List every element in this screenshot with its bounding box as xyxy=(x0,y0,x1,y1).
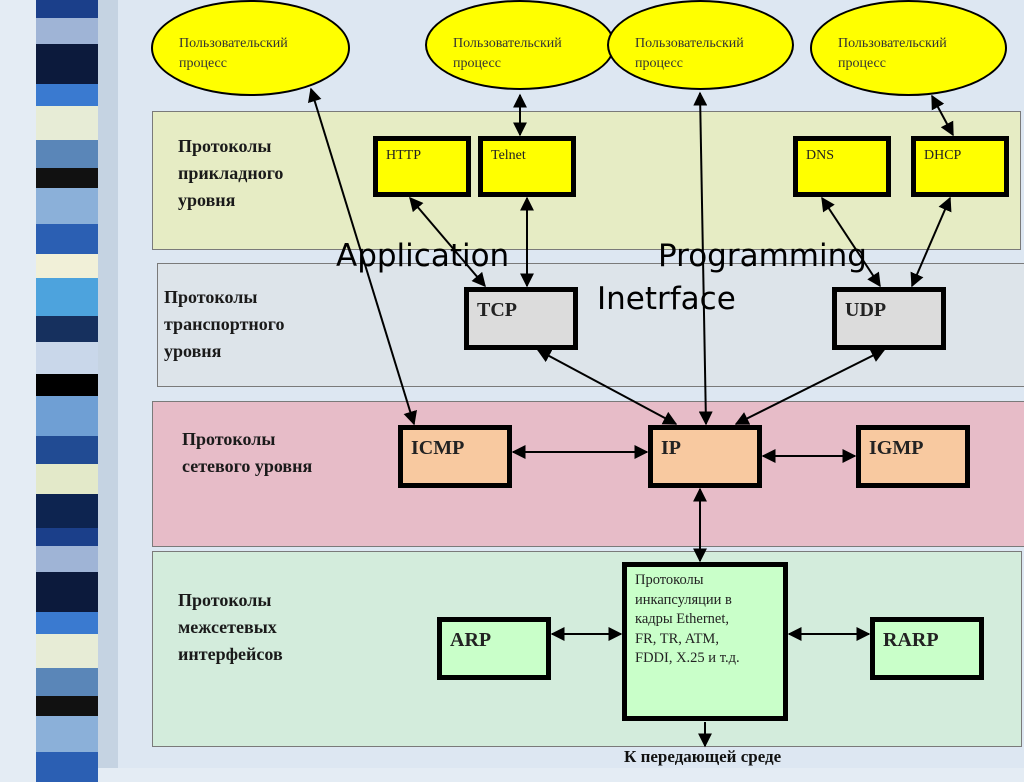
dns-label: DNS xyxy=(806,148,835,163)
stripe-segment xyxy=(36,106,98,140)
ip-label: IP xyxy=(661,437,681,459)
arrow-http-tcp xyxy=(409,196,486,288)
igmp-label: IGMP xyxy=(869,437,924,459)
stripe-segment xyxy=(36,168,98,188)
user-process-label: Пользовательский процесс xyxy=(838,36,947,71)
transmission-medium-note: К передающей среде xyxy=(624,747,782,766)
stripe-segment xyxy=(36,374,98,396)
arrow-process4-dhcp xyxy=(931,94,954,137)
stripe-segment xyxy=(36,0,98,18)
arp-box: ARP xyxy=(437,617,551,680)
stripe-segment xyxy=(36,716,98,752)
stripe-segment xyxy=(36,634,98,668)
arp-label: ARP xyxy=(450,629,492,651)
stripe-segment xyxy=(36,44,98,84)
stripe-segment xyxy=(36,668,98,696)
user-process-2: Пользовательский процесс xyxy=(425,0,615,90)
stripe-segment xyxy=(36,342,98,374)
stripe-segment xyxy=(36,696,98,716)
dhcp-box: DHCP xyxy=(911,136,1009,197)
telnet-label: Telnet xyxy=(491,148,526,163)
stripe-segment xyxy=(36,528,98,546)
arrow-dhcp-udp xyxy=(910,196,952,288)
arrow-dns-udp xyxy=(821,196,881,288)
stripe-segment xyxy=(36,546,98,572)
user-process-label: Пользовательский процесс xyxy=(635,36,744,71)
dns-box: DNS xyxy=(793,136,891,197)
stripe-segment xyxy=(36,316,98,342)
ip-box: IP xyxy=(648,425,762,488)
stripe-segment xyxy=(36,572,98,612)
stripe-segment xyxy=(36,140,98,168)
rarp-box: RARP xyxy=(870,617,984,680)
udp-label: UDP xyxy=(845,299,887,321)
stripe-segment xyxy=(36,188,98,224)
user-process-label: Пользовательский процесс xyxy=(453,36,562,71)
application-layer-label: Протоколы прикладного уровня xyxy=(178,136,284,210)
stripe-segment xyxy=(36,494,98,528)
user-process-3: Пользовательский процесс xyxy=(607,0,794,90)
user-process-label: Пользовательский процесс xyxy=(179,36,288,71)
icmp-label: ICMP xyxy=(411,437,465,459)
stripe-edge xyxy=(98,0,118,768)
stripe-segment xyxy=(36,224,98,254)
dhcp-label: DHCP xyxy=(924,148,962,163)
arrow-udp-ip xyxy=(734,349,886,425)
arrow-process3-ip xyxy=(693,91,713,426)
network-layer-label: Протоколы сетевого уровня xyxy=(182,429,313,476)
transport-layer-label: Протоколы транспортного уровня xyxy=(164,287,285,361)
tcp-label: TCP xyxy=(477,299,517,321)
decorative-stripe-bar xyxy=(0,0,118,782)
tcp-box: TCP xyxy=(464,287,578,350)
encapsulation-box: Протоколы инкапсуляции в кадры Ethernet,… xyxy=(622,562,788,721)
stripe-segment xyxy=(36,18,98,44)
arrow-process1-icmp xyxy=(308,87,417,426)
stripe-segment xyxy=(36,464,98,494)
igmp-box: IGMP xyxy=(856,425,970,488)
stripe-segment xyxy=(36,396,98,436)
udp-box: UDP xyxy=(832,287,946,350)
link-layer-label: Протоколы межсетевых интерфейсов xyxy=(178,590,283,664)
telnet-box: Telnet xyxy=(478,136,576,197)
user-process-1: Пользовательский процесс xyxy=(151,0,350,96)
stripe-segment xyxy=(36,84,98,106)
icmp-box: ICMP xyxy=(398,425,512,488)
stripe-segment xyxy=(36,254,98,278)
rarp-label: RARP xyxy=(883,629,939,651)
stripe-segment xyxy=(36,436,98,464)
stripe-segment xyxy=(36,612,98,634)
arrow-tcp-ip xyxy=(536,349,678,425)
encapsulation-label: Протоколы инкапсуляции в кадры Ethernet,… xyxy=(635,572,740,666)
stripe-segment xyxy=(36,278,98,316)
user-process-4: Пользовательский процесс xyxy=(810,0,1007,96)
